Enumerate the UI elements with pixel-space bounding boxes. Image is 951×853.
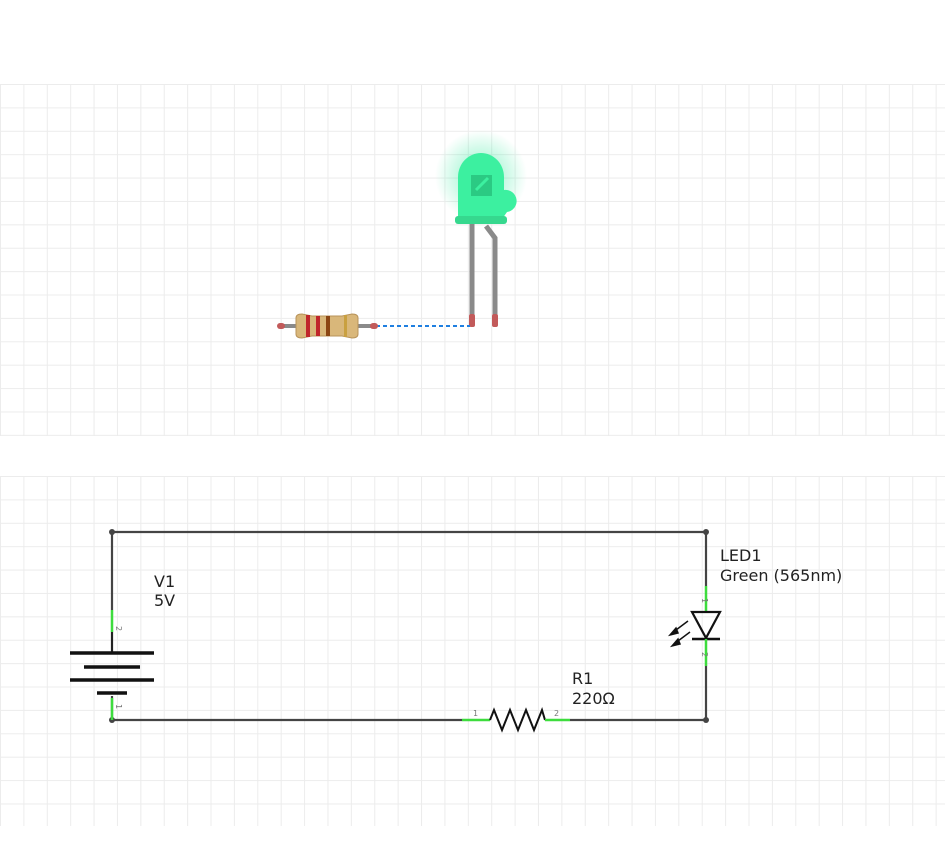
led-rim bbox=[455, 216, 507, 224]
led-pin-top-label: 1 bbox=[700, 598, 709, 603]
led-triangle bbox=[690, 610, 722, 641]
junction-top-left bbox=[109, 529, 115, 535]
wire-bottom[interactable] bbox=[110, 696, 462, 722]
led-part[interactable] bbox=[435, 130, 527, 327]
battery-ref-label: V1 bbox=[154, 572, 175, 591]
resistor-band-1 bbox=[306, 315, 310, 337]
led-connector-1[interactable] bbox=[469, 314, 475, 327]
resistor-zigzag bbox=[489, 706, 546, 733]
wire-top[interactable] bbox=[110, 530, 708, 610]
led-symbol[interactable]: 1 2 LED1 Green (565nm) bbox=[667, 546, 842, 666]
breadboard-canvas bbox=[277, 130, 527, 339]
led-connector-2[interactable] bbox=[492, 314, 498, 327]
led-emission-arrows-icon bbox=[667, 620, 691, 648]
battery-pin-top-label: 2 bbox=[114, 626, 123, 631]
schematic-canvas: 2 1 V1 5V 1 2 LED1 Green (565nm) bbox=[70, 529, 842, 733]
resistor-band-4 bbox=[344, 315, 347, 337]
led-ref-label: LED1 bbox=[720, 546, 762, 565]
resistor-connector-2[interactable] bbox=[370, 323, 378, 329]
resistor-pin-right-label: 2 bbox=[554, 709, 559, 718]
battery-symbol[interactable]: 2 1 V1 5V bbox=[70, 572, 175, 720]
resistor-band-3 bbox=[326, 316, 330, 336]
resistor-ref-label: R1 bbox=[572, 669, 593, 688]
battery-pin-bottom-label: 1 bbox=[114, 704, 123, 709]
resistor-connector-1[interactable] bbox=[277, 323, 285, 329]
junction-bottom-right bbox=[703, 717, 709, 723]
resistor-symbol[interactable]: 1 2 R1 220Ω bbox=[462, 669, 615, 733]
resistor-part[interactable] bbox=[277, 313, 378, 339]
led-value-label: Green (565nm) bbox=[720, 566, 842, 585]
junction-top-right bbox=[703, 529, 709, 535]
resistor-value-label: 220Ω bbox=[572, 689, 615, 708]
schematic-view[interactable]: 2 1 V1 5V 1 2 LED1 Green (565nm) bbox=[0, 476, 945, 826]
battery-value-label: 5V bbox=[154, 591, 175, 610]
led-anode-leg bbox=[484, 224, 498, 322]
led-pin-bottom-label: 2 bbox=[700, 652, 709, 657]
resistor-pin-left-label: 1 bbox=[473, 709, 478, 718]
breadboard-view[interactable] bbox=[0, 84, 945, 436]
led-die-wire bbox=[474, 176, 490, 192]
resistor-band-2 bbox=[316, 316, 320, 336]
